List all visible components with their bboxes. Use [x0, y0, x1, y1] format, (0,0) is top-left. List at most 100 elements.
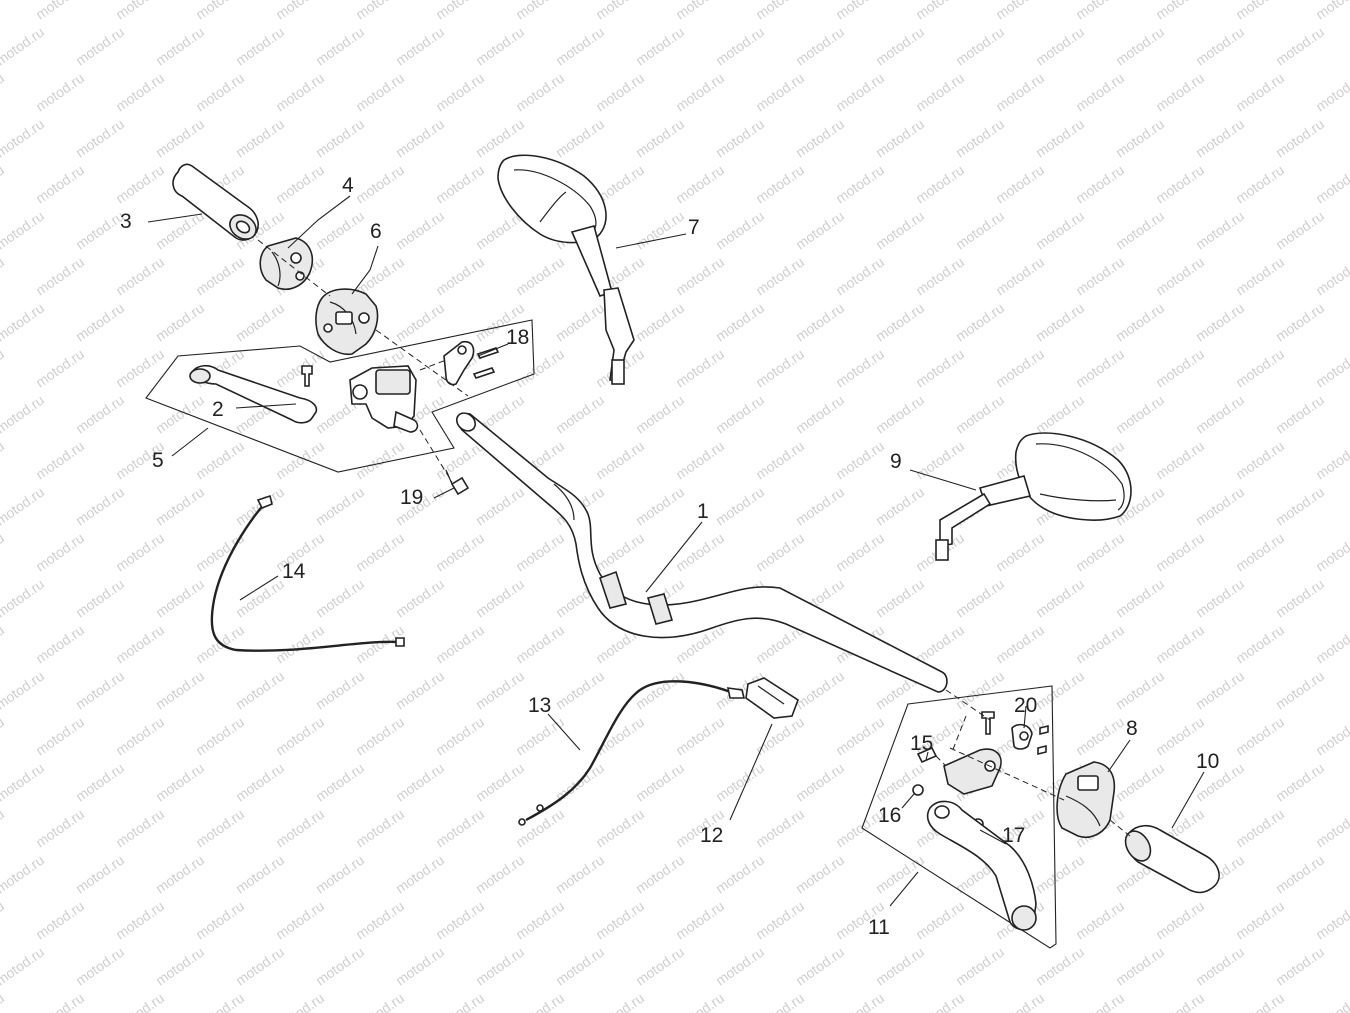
watermark-text: motod.ru	[1153, 254, 1207, 299]
watermark-text: motod.ru	[793, 668, 847, 713]
watermark-text: motod.ru	[993, 0, 1047, 22]
watermark-text: motod.ru	[233, 484, 287, 529]
watermark-text: motod.ru	[1073, 254, 1127, 299]
clamp-20[interactable]	[1011, 723, 1049, 756]
watermark-text: motod.ru	[633, 852, 687, 897]
watermark-text: motod.ru	[153, 484, 207, 529]
watermark-text: motod.ru	[273, 806, 327, 851]
watermark-text: motod.ru	[753, 898, 807, 943]
watermark-text: motod.ru	[1033, 668, 1087, 713]
bolt-left-clamp[interactable]	[301, 365, 313, 387]
watermark-text: motod.ru	[993, 70, 1047, 115]
front-brake-lever[interactable]	[189, 364, 318, 424]
bleed-screw[interactable]	[445, 469, 470, 496]
watermark-text: motod.ru	[313, 116, 367, 161]
watermark-text: motod.ru	[1193, 24, 1247, 69]
watermark-text: motod.ru	[193, 714, 247, 759]
watermark-text: motod.ru	[513, 346, 567, 391]
watermark-text: motod.ru	[1073, 622, 1127, 667]
watermark-text: motod.ru	[153, 300, 207, 345]
master-cylinder[interactable]	[349, 365, 419, 433]
watermark-text: motod.ru	[913, 0, 967, 22]
clutch-lever[interactable]	[926, 800, 1037, 931]
right-mirror[interactable]	[935, 432, 1132, 561]
watermark-text: motod.ru	[113, 0, 167, 22]
watermark-text: motod.ru	[313, 208, 367, 253]
bolt-20[interactable]	[981, 711, 995, 735]
watermark-text: motod.ru	[1193, 208, 1247, 253]
right-grip[interactable]	[1120, 824, 1220, 894]
watermark-text: motod.ru	[673, 898, 727, 943]
watermark-text: motod.ru	[473, 484, 527, 529]
watermark-text: motod.ru	[513, 990, 567, 1013]
watermark-text: motod.ru	[913, 898, 967, 943]
nut-16[interactable]	[912, 784, 924, 796]
watermark-text: motod.ru	[0, 484, 47, 529]
watermark-text: motod.ru	[993, 254, 1047, 299]
watermark-text: motod.ru	[473, 852, 527, 897]
watermark-text: motod.ru	[633, 24, 687, 69]
cable-adjuster[interactable]	[745, 677, 799, 719]
watermark-text: motod.ru	[1313, 990, 1350, 1013]
watermark-text: motod.ru	[1113, 24, 1167, 69]
watermark-text: motod.ru	[353, 990, 407, 1013]
callout-13: 13	[528, 694, 551, 717]
watermark-text: motod.ru	[1113, 944, 1167, 989]
right-switch-housing[interactable]	[1056, 761, 1116, 838]
watermark-text: motod.ru	[913, 70, 967, 115]
watermark-text: motod.ru	[1313, 622, 1350, 667]
watermark-text: motod.ru	[1073, 0, 1127, 22]
watermark-text: motod.ru	[153, 852, 207, 897]
left-switch-housing[interactable]	[315, 288, 379, 356]
clutch-switch-cable[interactable]	[210, 494, 405, 652]
left-mirror[interactable]	[497, 154, 635, 385]
watermark-text: motod.ru	[393, 576, 447, 621]
watermark-text: motod.ru	[873, 208, 927, 253]
handlebar[interactable]	[453, 409, 948, 693]
watermark-text: motod.ru	[513, 70, 567, 115]
watermark-text: motod.ru	[1193, 668, 1247, 713]
watermark-text: motod.ru	[833, 346, 887, 391]
watermark-text: motod.ru	[873, 392, 927, 437]
watermark-text: motod.ru	[1273, 300, 1327, 345]
watermark-text: motod.ru	[273, 714, 327, 759]
watermark-text: motod.ru	[233, 116, 287, 161]
watermark-text: motod.ru	[993, 622, 1047, 667]
watermark-text: motod.ru	[433, 898, 487, 943]
watermark-text: motod.ru	[553, 852, 607, 897]
watermark-text: motod.ru	[1233, 0, 1287, 22]
watermark-text: motod.ru	[0, 208, 47, 253]
callout-18: 18	[506, 326, 529, 349]
watermark-text: motod.ru	[1073, 714, 1127, 759]
watermark-text: motod.ru	[233, 668, 287, 713]
watermark-text: motod.ru	[433, 254, 487, 299]
watermark-text: motod.ru	[953, 668, 1007, 713]
watermark-text: motod.ru	[1233, 530, 1287, 575]
watermark-text: motod.ru	[833, 438, 887, 483]
watermark-text: motod.ru	[753, 990, 807, 1013]
watermark-text: motod.ru	[753, 714, 807, 759]
clutch-lever-bracket[interactable]	[943, 748, 1002, 795]
watermark-text: motod.ru	[393, 944, 447, 989]
watermark-text: motod.ru	[473, 24, 527, 69]
watermark-text: motod.ru	[433, 70, 487, 115]
watermark-text: motod.ru	[1233, 898, 1287, 943]
watermark-text: motod.ru	[1193, 300, 1247, 345]
watermark-text: motod.ru	[73, 944, 127, 989]
watermark-text: motod.ru	[1193, 116, 1247, 161]
left-grip[interactable]	[172, 163, 261, 244]
watermark-text: motod.ru	[473, 576, 527, 621]
throttle-housing[interactable]	[259, 237, 314, 290]
watermark-text: motod.ru	[1233, 162, 1287, 207]
watermark-text: motod.ru	[1313, 70, 1350, 115]
watermark-text: motod.ru	[353, 438, 407, 483]
watermark-text: motod.ru	[633, 208, 687, 253]
watermark-text: motod.ru	[1033, 24, 1087, 69]
throttle-cable[interactable]	[518, 680, 746, 826]
watermark-text: motod.ru	[593, 990, 647, 1013]
watermark-text: motod.ru	[273, 438, 327, 483]
watermark-text: motod.ru	[1233, 438, 1287, 483]
watermark-text: motod.ru	[593, 806, 647, 851]
watermark-text: motod.ru	[1313, 346, 1350, 391]
watermark-text: motod.ru	[1153, 622, 1207, 667]
